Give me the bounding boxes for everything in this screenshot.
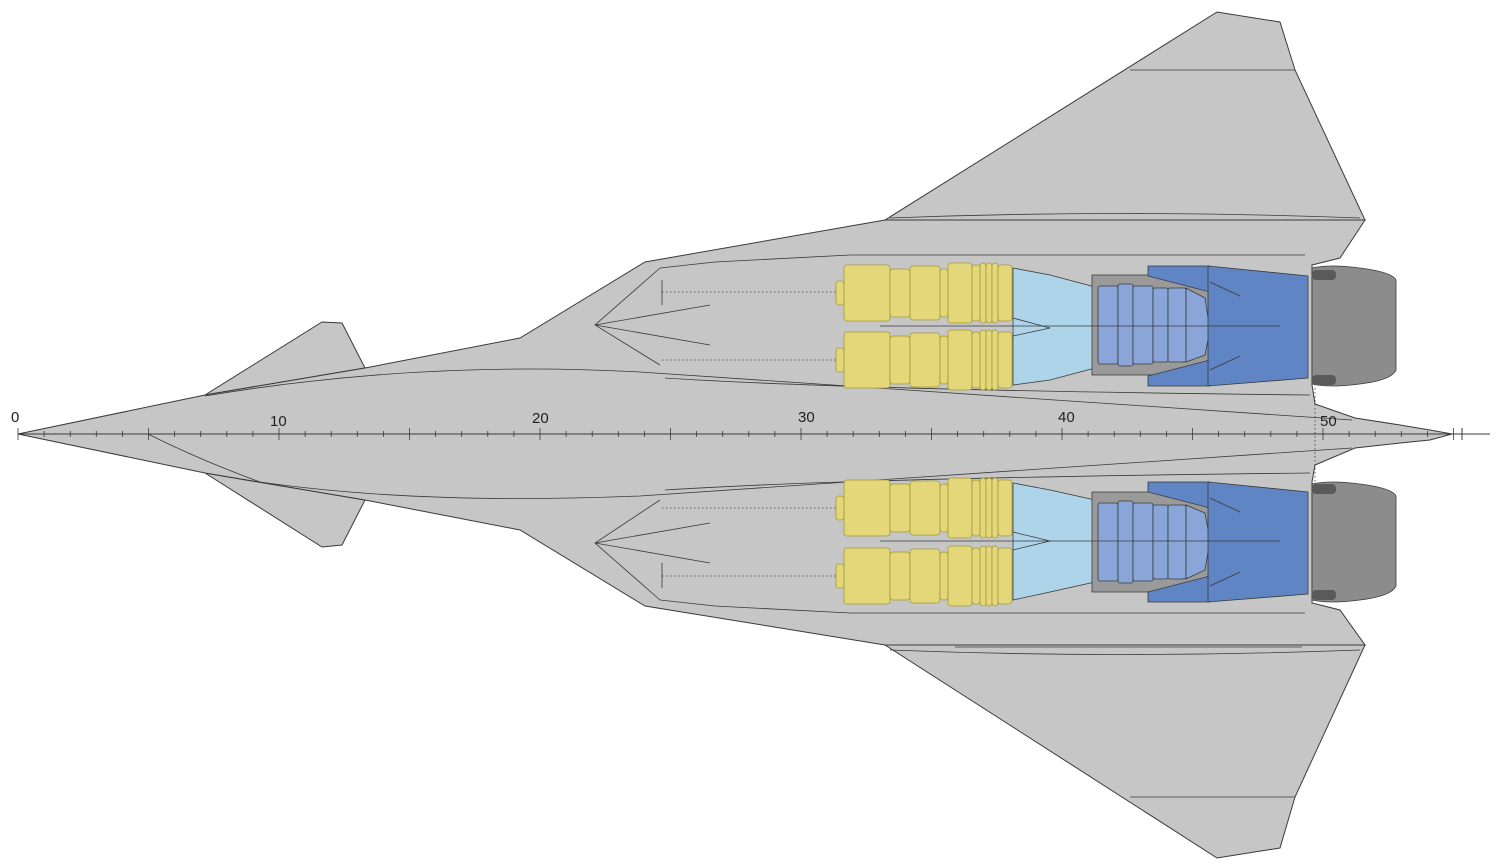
compressor-stage (909, 548, 941, 604)
compressor-lower-left (835, 477, 1013, 539)
compressor-stage (835, 495, 845, 521)
scale-label-10: 10 (270, 413, 287, 430)
compressor-stage (835, 563, 845, 589)
compressor-stage (971, 547, 981, 605)
compressor-stage (835, 347, 845, 373)
upper-intake (594, 267, 1060, 366)
compressor-stage (889, 335, 911, 385)
scale-label-30: 30 (798, 409, 815, 426)
compressor-stage (985, 329, 993, 391)
compressor-stage (889, 483, 911, 533)
compressor-stage (979, 262, 987, 324)
compressor-stage (991, 545, 999, 607)
lower-intake (594, 499, 1060, 601)
compressor-stage (909, 332, 941, 388)
upper-engine-bay (880, 265, 1397, 387)
upper-turbine (1097, 283, 1211, 367)
compressor-stage (997, 331, 1013, 389)
compressor-stage (991, 477, 999, 539)
compressor-stage (971, 331, 981, 389)
compressor-upper-right (835, 329, 1013, 391)
compressor-stage (843, 479, 891, 537)
compressor-stage (947, 477, 973, 539)
compressor-stage (939, 268, 949, 318)
compressor-stage (971, 264, 981, 322)
compressor-stage (939, 335, 949, 385)
compressor-stage (889, 551, 911, 601)
compressor-stage (985, 262, 993, 324)
compressor-stage (889, 268, 911, 318)
compressor-stage (835, 280, 845, 306)
scale-label-50: 50 (1320, 413, 1337, 430)
scale-label-40: 40 (1058, 409, 1075, 426)
compressor-stage (979, 477, 987, 539)
compressor-stage (909, 480, 941, 536)
lower-turbine (1097, 500, 1211, 584)
compressor-stage (991, 329, 999, 391)
compressor-stage (947, 545, 973, 607)
compressor-stage (843, 331, 891, 389)
compressor-stage (939, 483, 949, 533)
upper-duct (1012, 267, 1101, 386)
compressor-stage (971, 479, 981, 537)
compressor-stage (843, 547, 891, 605)
compressor-upper-left (835, 262, 1013, 324)
compressor-stage (939, 551, 949, 601)
scale-label-20: 20 (532, 410, 549, 427)
compressor-stage (947, 262, 973, 324)
compressor-stage (947, 329, 973, 391)
compressor-stage (997, 547, 1013, 605)
compressor-stage (979, 329, 987, 391)
compressor-stage (985, 545, 993, 607)
compressor-lower-right (835, 545, 1013, 607)
compressor-stage (985, 477, 993, 539)
compressor-stage (991, 262, 999, 324)
compressor-stage (979, 545, 987, 607)
compressor-stage (843, 264, 891, 322)
compressor-stage (997, 264, 1013, 322)
lower-engine-bay (880, 481, 1397, 603)
structure-lines (147, 69, 1361, 798)
lower-main-wing (883, 644, 1366, 859)
compressor-stage (997, 479, 1013, 537)
scale-ticks (17, 428, 1454, 440)
lower-nozzle (1311, 481, 1397, 603)
upper-main-wing (883, 11, 1366, 221)
scale-label-0: 0 (11, 409, 19, 426)
upper-nozzle (1311, 265, 1397, 387)
lower-duct (1012, 482, 1101, 601)
compressor-stage (909, 265, 941, 321)
compressor-group (835, 262, 1013, 607)
